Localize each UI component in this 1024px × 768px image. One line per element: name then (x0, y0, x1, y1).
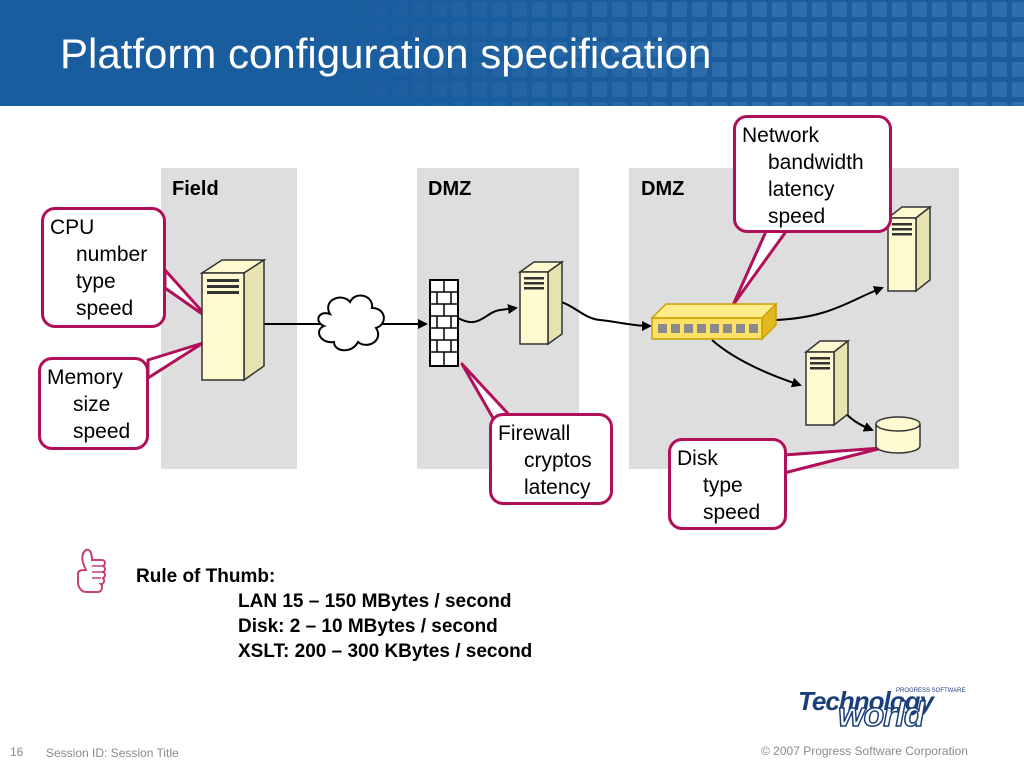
rule-line: LAN 15 – 150 MBytes / second (238, 591, 512, 612)
zone-label-dmz-1: DMZ (428, 178, 472, 200)
callout-title: Network (742, 124, 820, 147)
callout-title: Firewall (498, 422, 571, 445)
callout-item: speed (76, 297, 134, 320)
firewall-icon (429, 279, 459, 367)
callout-tails (146, 216, 884, 475)
callout-item: cryptos (524, 449, 592, 472)
logo-technology: Technology (798, 686, 934, 716)
callout-item: speed (73, 420, 131, 443)
callout-memory: Memory size speed (38, 357, 149, 450)
server-icon (199, 258, 267, 382)
header-bar: Platform configuration specification (0, 0, 1024, 106)
callout-item: speed (703, 501, 761, 524)
disk-icon (875, 416, 921, 454)
thumbs-up-icon (77, 548, 106, 593)
callout-network: Network bandwidth latency speed (733, 115, 892, 233)
callout-item: latency (524, 476, 591, 499)
page-title: Platform configuration specification (60, 30, 712, 77)
callout-title: CPU (50, 216, 95, 239)
rule-heading: Rule of Thumb: (136, 566, 276, 587)
rule-of-thumb: Rule of Thumb: LAN 15 – 150 MBytes / sec… (136, 564, 532, 664)
copyright: © 2007 Progress Software Corporation (761, 744, 968, 758)
server-icon (803, 339, 851, 427)
callout-item: latency (768, 178, 835, 201)
rule-line: XSLT: 200 – 300 KBytes / second (238, 641, 533, 662)
connections (262, 286, 884, 432)
callout-firewall: Firewall cryptos latency (489, 413, 613, 505)
cloud-icon (317, 294, 385, 352)
server-icon (885, 205, 933, 293)
callout-item: size (73, 393, 111, 416)
callout-title: Memory (47, 366, 123, 389)
callout-item: type (703, 474, 743, 497)
logo-tagline: PROGRESS SOFTWARE (896, 688, 966, 694)
header-grid-pattern (350, 0, 1024, 106)
rule-line: Disk: 2 – 10 MBytes / second (238, 616, 498, 637)
callout-item: type (76, 270, 116, 293)
server-icon (517, 260, 565, 346)
session-title: Session ID: Session Title (46, 746, 179, 760)
zone-label-field: Field (172, 178, 219, 200)
callout-item: bandwidth (768, 151, 864, 174)
callout-item: number (76, 243, 148, 266)
page-number: 16 (10, 745, 24, 759)
callout-title: Disk (677, 447, 718, 470)
callout-cpu: CPU number type speed (41, 207, 166, 328)
callout-disk: Disk type speed (668, 438, 787, 530)
zone-label-dmz-2: DMZ (641, 178, 685, 200)
callout-item: speed (768, 205, 826, 228)
logo-world: world (837, 695, 925, 735)
switch-icon (650, 302, 778, 341)
